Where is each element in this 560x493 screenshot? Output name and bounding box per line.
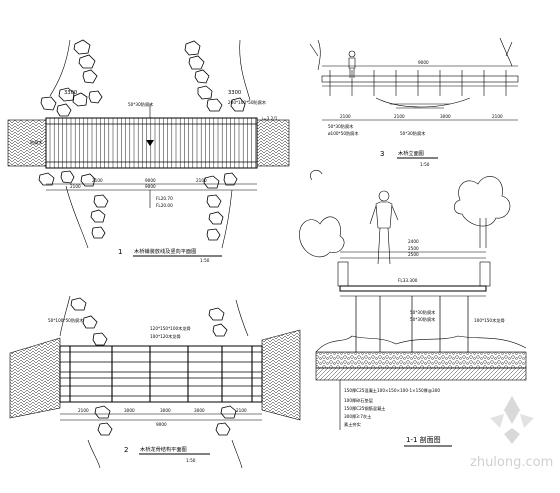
plan1-label-material: 防腐木 <box>30 139 43 146</box>
section-gravel-layer <box>315 351 527 369</box>
plan2-dim-3000-c: 3000 <box>194 408 205 413</box>
plan2-dim-3000-a: 3000 <box>124 408 135 413</box>
left-rock-cluster <box>38 39 109 249</box>
elev-water-hatch <box>390 103 450 109</box>
plan1-label-3300-right: 3300 <box>228 90 241 96</box>
zhulong-logo-icon <box>490 396 534 444</box>
section-posts <box>355 296 469 352</box>
plan-2: 50*100*50防腐木 120*150*100木龙骨 100*120木龙骨 2… <box>9 295 301 469</box>
plan1-dim-9000-total: 9000 <box>145 184 156 189</box>
right-rock-cluster <box>184 39 251 249</box>
section-tree-right <box>453 176 511 227</box>
section-layer-5: 素土夯实 <box>344 421 361 428</box>
elev-scale: 1:50 <box>420 162 430 167</box>
plan1-title: 木桥铺装放线及竖向平面图 <box>134 247 196 255</box>
zhulong-watermark: zhulong.com <box>470 396 553 470</box>
plan2-number: 2 <box>124 446 128 454</box>
section-figure <box>369 190 399 265</box>
section-layer-2: 100厚碎石垫层 <box>344 397 373 404</box>
section-label-rail-a: 50*30防腐木 <box>410 309 436 316</box>
section-deck <box>339 285 487 292</box>
section-rock-edge <box>315 335 527 353</box>
plan2-dim-9000: 9000 <box>156 422 167 427</box>
section-label-rail-b: 50*30防腐木 <box>410 316 436 323</box>
plan-1: 3300 3300 200*100*50防腐木 50*30防腐木 i=3.2/1… <box>7 39 290 263</box>
plan2-rocks <box>59 295 249 469</box>
deck-planks <box>46 118 257 168</box>
plan1-label-fl-lower: FL20.00 <box>156 203 173 208</box>
elev-dim-9000: 9000 <box>418 60 429 65</box>
plan2-label-beam: 120*150*100木龙骨 <box>150 325 191 332</box>
plan1-label-joist-spec: 50*30防腐木 <box>128 101 154 108</box>
elev-dim-2100-c: 2100 <box>492 114 503 119</box>
slope-arrow-icon <box>146 140 154 146</box>
plan2-dim-2100-b: 2100 <box>236 408 247 413</box>
plan2-dim-2100-a: 2100 <box>78 408 89 413</box>
section-dim-2400: 2400 <box>408 239 419 244</box>
plan1-label-fl-upper: FL20.70 <box>156 196 173 201</box>
plan1-dim-9000: 9000 <box>145 178 156 183</box>
elev-plant-left <box>309 39 321 71</box>
left-bank-paving <box>7 119 47 167</box>
section-tree-left <box>299 216 345 258</box>
deck-outline <box>45 117 258 169</box>
plan2-dim-3000-b: 3000 <box>160 408 171 413</box>
frame-outline <box>59 345 263 403</box>
section-layer-4: 300厚3:7灰土 <box>344 413 371 420</box>
elev-figure <box>348 50 356 78</box>
plan2-label-joist: 100*120木龙骨 <box>150 333 181 340</box>
section-rail-left <box>337 261 349 287</box>
elev-deck <box>321 75 519 83</box>
elev-plant-right <box>499 37 513 67</box>
plan1-scale: 1:50 <box>200 258 210 263</box>
left-bank-paving-2 <box>9 337 61 419</box>
plan1-dim-2100-b: 2100 <box>196 178 207 183</box>
elev-dim-3000: 3000 <box>440 114 451 119</box>
section-label-fl: FL33.300 <box>398 278 418 283</box>
elev-number: 3 <box>380 150 384 158</box>
section-layer-3: 150厚C25钢筋混凝土 <box>344 405 385 412</box>
plan1-number: 1 <box>118 248 122 256</box>
section-concrete-layer <box>315 367 527 381</box>
plan1-label-3300-left: 3300 <box>64 90 77 96</box>
elev-dim-2100-a: 2100 <box>340 114 351 119</box>
plan2-label-plank: 50*100*50防腐木 <box>48 317 84 324</box>
right-bank-paving-2 <box>261 329 301 421</box>
section-rail-right <box>479 261 491 287</box>
elev-label-board: 50*30防腐木 <box>400 130 426 137</box>
elev-label-post: ø100*50防腐木 <box>328 130 359 137</box>
elev-posts <box>329 70 507 96</box>
plan2-title: 木桥龙骨结构平面图 <box>140 445 187 453</box>
elev-title: 木桥立面图 <box>398 149 424 157</box>
section-title: 1-1 剖面图 <box>406 435 441 444</box>
plan1-label-slope: i=3.2/1 <box>262 116 278 121</box>
frame-members <box>60 346 262 402</box>
elevation-3: 9000 2100 2100 3000 2100 50*30防腐木 ø100*5… <box>309 37 519 167</box>
elev-dim-2100-b: 2100 <box>394 114 405 119</box>
right-bank-paving <box>256 119 290 167</box>
elev-label-rail: 50*30防腐木 <box>328 123 354 130</box>
plan1-label-plank-spec: 200*100*50防腐木 <box>228 99 267 106</box>
section-layer-1: 150厚C25混凝土100×150×100-1×150厚@300 <box>344 387 440 394</box>
watermark-text: zhulong.com <box>470 455 553 470</box>
section-label-joist: 100*150木龙骨 <box>474 317 505 324</box>
plan1-dim-2100-a: 2100 <box>92 178 103 183</box>
section-dim-2500-b: 2500 <box>408 252 419 257</box>
elev-water-line <box>375 97 471 108</box>
section-dim-2500-a: 2500 <box>408 246 419 251</box>
section-1-1: 2500 2500 2400 FL33.300 50*30防腐木 50*30防腐… <box>299 169 527 447</box>
plan1-dim-2100-c: 2100 <box>70 184 81 189</box>
plan2-scale: 1:50 <box>186 458 196 463</box>
